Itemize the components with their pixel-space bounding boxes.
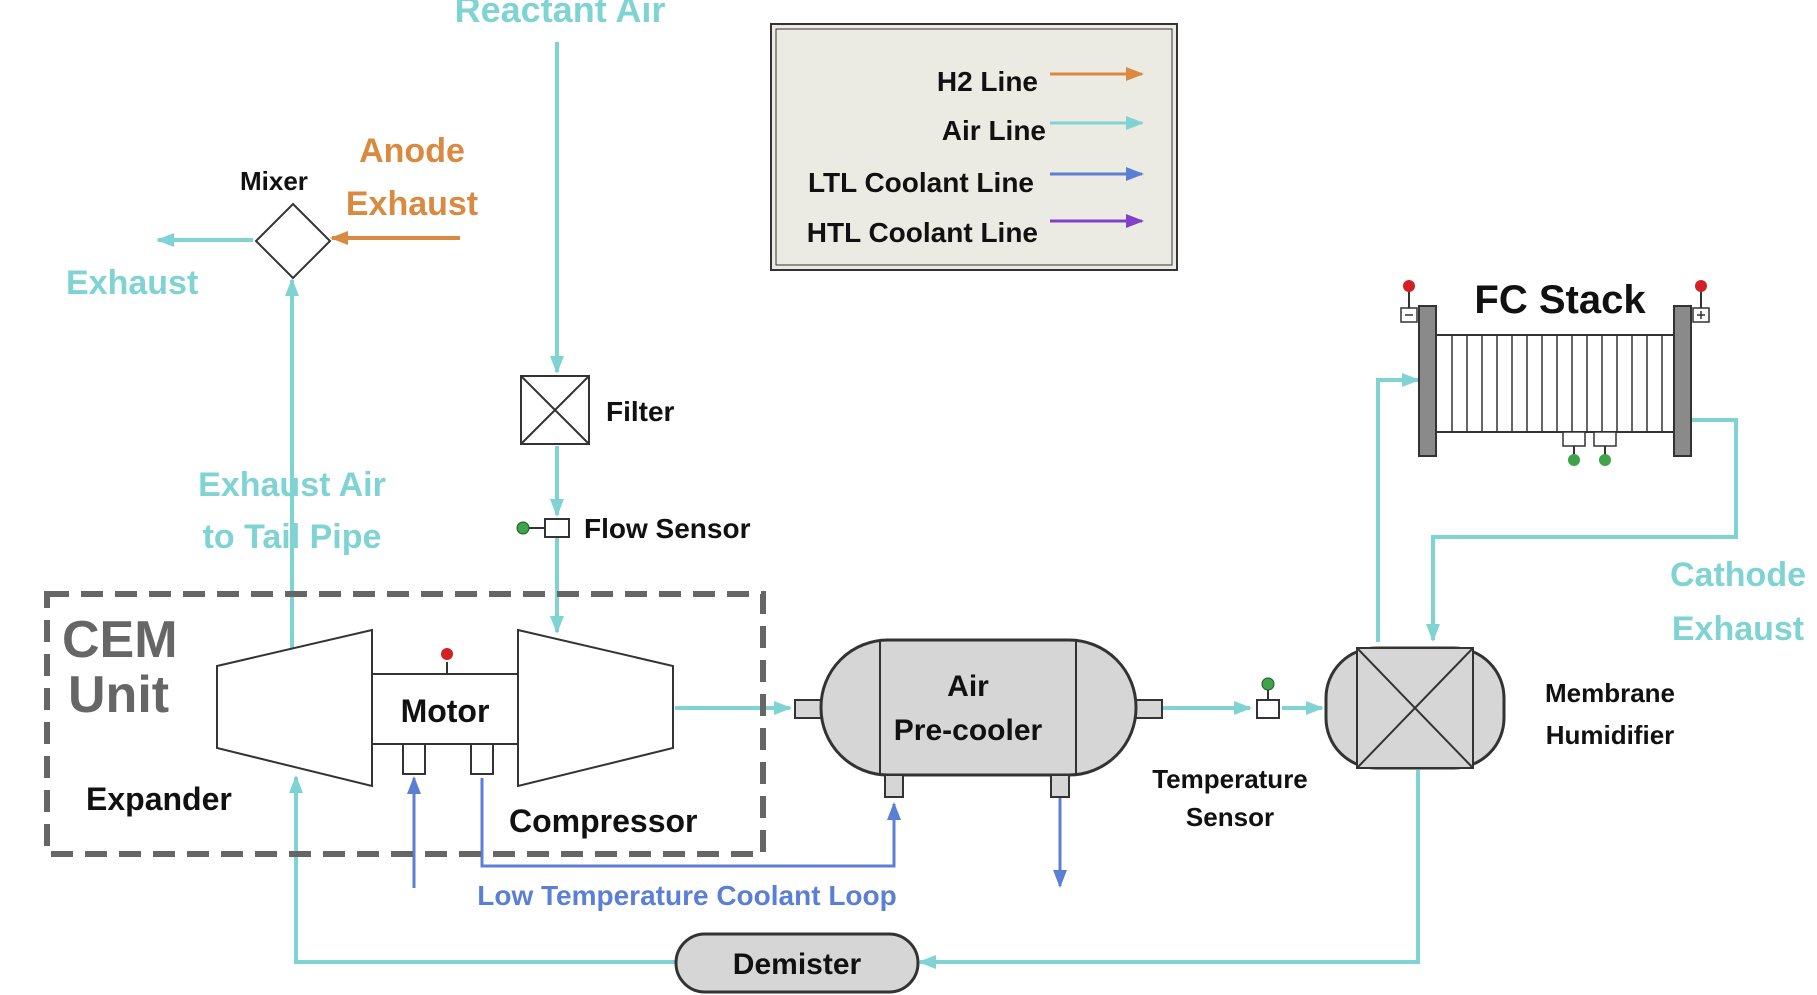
temperature-sensor-icon	[1256, 677, 1280, 719]
mixer-label: Mixer	[240, 166, 308, 196]
precooler-inlet-port	[794, 699, 822, 719]
motor-coolant-port-in	[402, 743, 426, 775]
precooler-outlet-port	[1135, 699, 1163, 719]
motor	[371, 673, 519, 745]
humidifier-to-demister-line	[918, 770, 1420, 969]
motor-sensor-icon	[441, 648, 453, 660]
legend-item-h2-label: H2 Line	[937, 66, 1038, 97]
exhaust-air-label-line2: to Tail Pipe	[203, 518, 382, 556]
legend-item-ltl-label: LTL Coolant Line	[808, 167, 1034, 198]
ltl-loop-label: Low Temperature Coolant Loop	[477, 880, 896, 911]
compressor	[517, 628, 674, 788]
cathode-exhaust-label-line2: Exhaust	[1672, 610, 1804, 648]
motor-coolant-port-out	[470, 743, 494, 775]
legend: H2 Line Air Line LTL Coolant Line HTL Co…	[770, 23, 1178, 271]
motor-label: Motor	[401, 693, 490, 729]
temperature-sensor-label-line2: Sensor	[1186, 802, 1274, 832]
temperature-sensor-label-line1: Temperature	[1152, 764, 1308, 794]
fc-stack-right-endplate	[1673, 305, 1692, 457]
fc-stack-body	[1435, 334, 1675, 433]
anode-exhaust-label-line1: Anode	[359, 132, 465, 170]
air-lines	[156, 42, 1738, 969]
flow-sensor-label: Flow Sensor	[584, 513, 751, 544]
mixer-icon	[254, 202, 332, 280]
fc-stack	[1400, 280, 1710, 466]
air-precooler: Air Pre-cooler	[794, 638, 1163, 798]
demister-to-expander-line	[289, 775, 676, 964]
cathode-exhaust-to-humidifier-line	[1426, 418, 1738, 642]
fc-bottom-sensor-2-icon	[1599, 454, 1611, 466]
exhaust-label: Exhaust	[66, 264, 198, 302]
cathode-exhaust-label-line1: Cathode	[1670, 556, 1806, 594]
membrane-humidifier	[1324, 646, 1506, 770]
precooler-label-line1: Air	[947, 670, 989, 703]
legend-box	[770, 23, 1178, 271]
demister-body	[674, 932, 920, 994]
fc-bottom-sensor-1-icon	[1568, 454, 1580, 466]
exhaust-air-label-line1: Exhaust Air	[198, 466, 386, 504]
demister-label: Demister	[733, 948, 862, 981]
legend-item-air-label: Air Line	[942, 115, 1046, 146]
reactant-air-label: Reactant Air	[455, 0, 666, 30]
fc-negative-sensor-icon	[1403, 280, 1415, 292]
precooler-coolant-inlet-port	[884, 774, 904, 798]
precooler-label-line2: Pre-cooler	[894, 714, 1043, 747]
filter-label: Filter	[606, 396, 675, 427]
anode-exhaust-label-line2: Exhaust	[346, 185, 478, 223]
cem-unit-boundary	[44, 591, 766, 857]
flow-sensor-icon	[516, 518, 570, 538]
filter-icon	[520, 375, 590, 445]
membrane-humidifier-label-line1: Membrane	[1545, 678, 1675, 708]
precooler-coolant-outlet-port	[1050, 774, 1070, 798]
expander-label: Expander	[86, 781, 232, 817]
membrane-humidifier-label-line2: Humidifier	[1546, 720, 1675, 750]
fc-positive-sensor-icon	[1695, 280, 1707, 292]
cem-unit-label-line1: CEM	[62, 611, 178, 669]
fc-stack-left-endplate	[1418, 305, 1437, 457]
fc-stack-label: FC Stack	[1474, 278, 1646, 322]
compressor-label: Compressor	[509, 803, 698, 839]
cem-unit-label-line2: Unit	[68, 666, 169, 724]
precooler-body	[819, 638, 1138, 777]
ltl-coolant-lines	[407, 776, 1067, 888]
legend-item-htl-label: HTL Coolant Line	[807, 217, 1038, 248]
expander	[216, 628, 373, 788]
fc-stack-cells	[1451, 335, 1663, 432]
ltl-motor-to-precooler-line	[480, 778, 901, 868]
humidifier-to-fc-stack-line	[1376, 373, 1420, 642]
